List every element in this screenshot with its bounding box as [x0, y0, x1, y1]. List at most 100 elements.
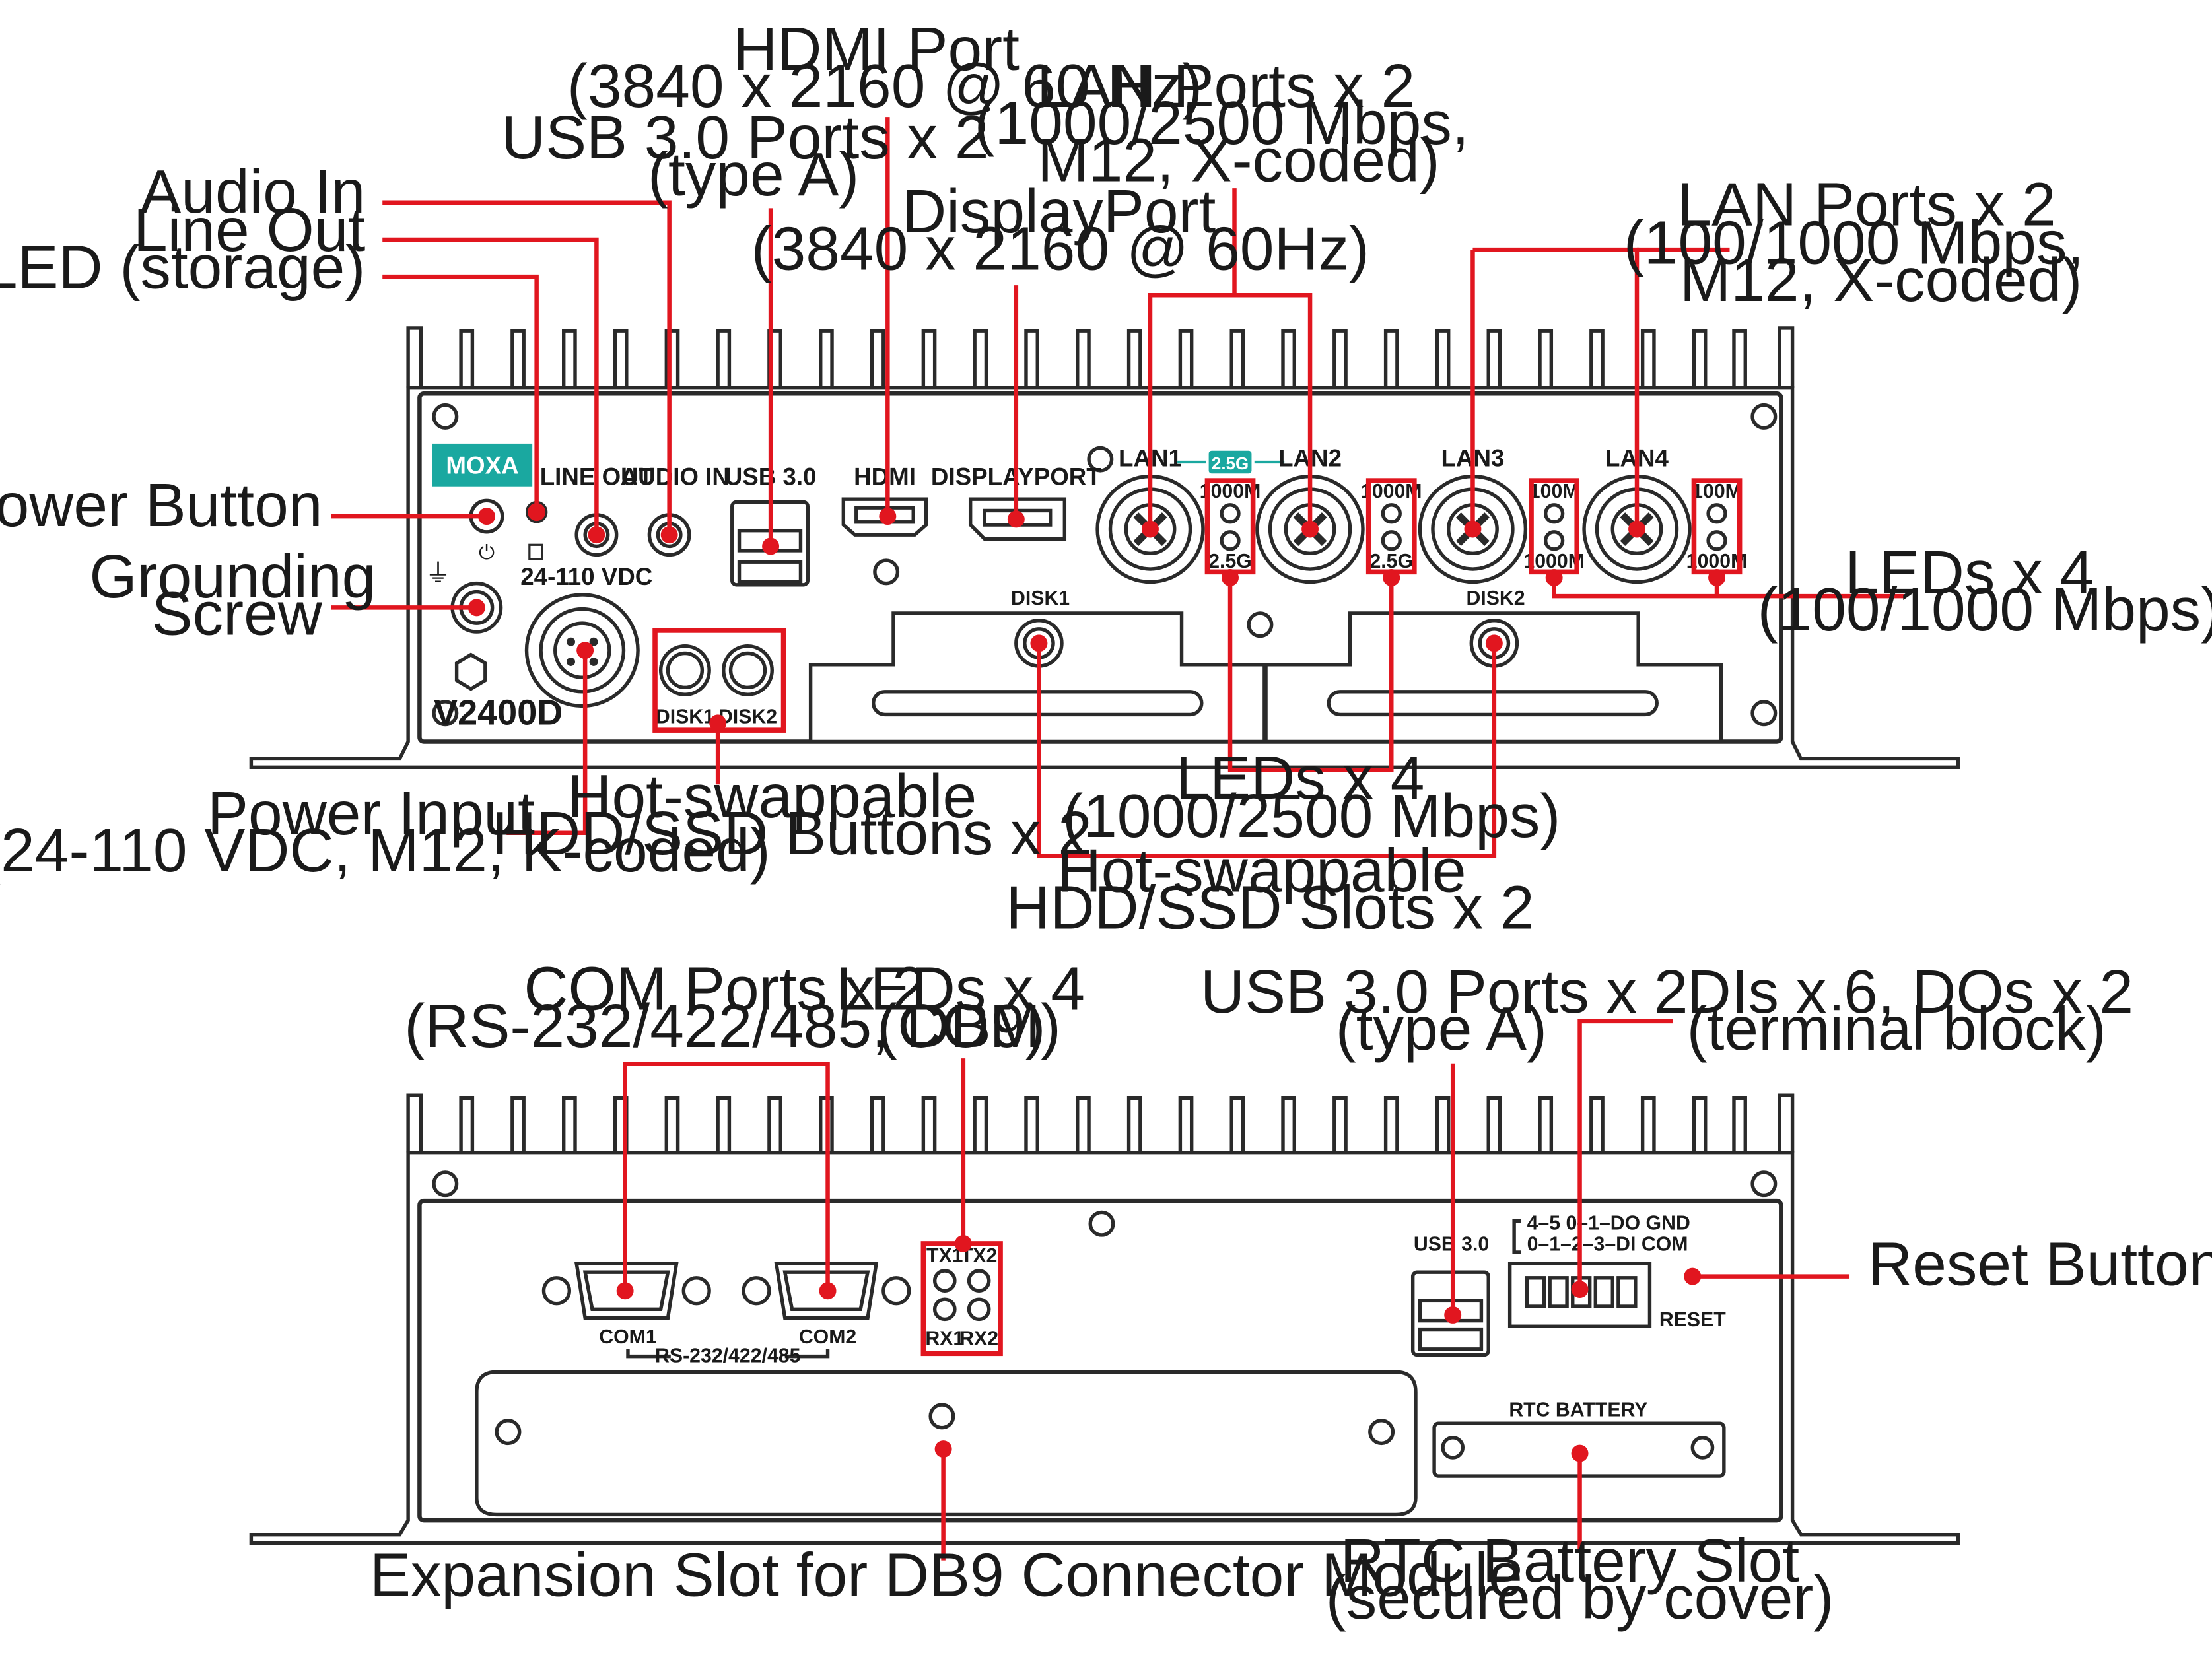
rear-view: COM1 COM2 RS-232/422/485 TX1 TX2 RX1 RX2…	[249, 1093, 1960, 1545]
panel-screw-icon	[1087, 446, 1114, 473]
panel-screw-icon	[1690, 1436, 1715, 1460]
storage-symbol-icon	[528, 543, 543, 560]
panel-screw-icon	[1247, 611, 1274, 638]
leds-com-callout: LEDs x 4 (COM)	[836, 955, 1102, 1060]
lan-led-group-4	[1706, 503, 1727, 551]
panel-screw-icon	[928, 1403, 955, 1430]
usb-front-callout: USB 3.0 Ports x 2 (type A)	[501, 103, 1006, 209]
disk2-button-inner	[728, 651, 767, 690]
rear-marker-dots	[616, 1234, 1702, 1462]
ground-symbol-icon: ⏚	[425, 559, 451, 588]
led-100m-label: 100M	[1529, 481, 1579, 502]
reset-label: RESET	[1659, 1309, 1726, 1331]
com-led	[967, 1297, 991, 1322]
panel-screw-icon	[495, 1419, 522, 1446]
power-pin	[567, 637, 575, 646]
front-heatsink-fins	[406, 326, 1795, 388]
power-input-callout: Power Input (24-110 VDC, M12, K-coded)	[0, 779, 771, 885]
panel-screw-icon	[1750, 700, 1778, 727]
led-storage-callout: LED (storage)	[0, 232, 365, 301]
lan-2-5g-badge	[1208, 450, 1252, 474]
panel-screw-icon	[1088, 1210, 1115, 1237]
disk1-label: DISK1	[1011, 588, 1070, 609]
disk2-label: DISK2	[1466, 588, 1525, 609]
panel-screw-icon	[1441, 1436, 1465, 1460]
front-marker-dots	[467, 508, 1725, 732]
dio-di-row-label: 0–1–2–3–DI COM	[1527, 1234, 1688, 1256]
rear-chassis-shell	[249, 1150, 1960, 1545]
disk2-button-label: DISK2	[718, 706, 777, 727]
power-pin	[589, 657, 598, 666]
audio-in-callout: Audio In	[140, 157, 365, 226]
usb-rear-callout: USB 3.0 Ports x 2 (type A)	[1200, 957, 1705, 1063]
panel-screw-icon	[1368, 1419, 1395, 1446]
power-pin	[567, 657, 575, 666]
leds-1000-callout: LEDs x 4 (100/1000 Mbps)	[1758, 538, 2212, 644]
front-chassis-shell	[249, 386, 1960, 770]
com-ports-callout: COM Ports x 2 (RS-232/422/485, DB9)	[404, 955, 1045, 1060]
dio-terminal-pin	[1525, 1276, 1546, 1308]
lan-2-5g-badge-text: 2.5G	[1212, 455, 1249, 473]
hotswap-buttons-callout: Hot-swappable HDD/SSD Buttons x 2	[492, 762, 1092, 867]
hdmi-label: HDMI	[854, 463, 916, 490]
panel-screw-icon	[1750, 1170, 1778, 1198]
usb-front-port[interactable]	[737, 560, 803, 584]
dio-terminal-pin	[1548, 1276, 1569, 1308]
power-symbol-icon: ⏻	[479, 542, 495, 564]
reset-button[interactable]	[1684, 1267, 1702, 1285]
line-out-callout: Line Out	[133, 195, 365, 264]
panel-screw-icon	[432, 403, 459, 430]
front-callouts: HDMI Port (3840 x 2160 @ 60 Hz) USB 3.0 …	[0, 15, 2212, 942]
panel-screw-icon	[432, 700, 459, 727]
com-bracket	[626, 1349, 830, 1359]
displayport-callout: DisplayPort (3840 x 2160 @ 60Hz)	[751, 177, 1369, 283]
com2-label: COM2	[799, 1326, 856, 1348]
lan-led-group-3	[1543, 503, 1565, 551]
moxa-logo-text: MOXA	[446, 452, 518, 479]
rear-heatsink-fins	[406, 1093, 1795, 1153]
com-led	[932, 1269, 957, 1293]
power-input-socket	[553, 621, 611, 679]
com1-label: COM1	[599, 1326, 656, 1348]
disk1-button-inner	[666, 651, 705, 690]
rx2-label: RX2	[959, 1328, 998, 1349]
dio-terminal-pin	[1593, 1276, 1614, 1308]
model-label: V2400D	[434, 693, 563, 733]
grounding-screw-callout: Grounding Screw	[89, 542, 393, 648]
led-2-5g-label: 2.5G	[1208, 551, 1252, 572]
panel-screw-icon	[432, 1170, 459, 1198]
disk1-button-label: DISK1	[656, 706, 714, 727]
power-button-callout: Power Button	[0, 471, 322, 539]
audio-in-label: AUDIO IN	[621, 463, 730, 490]
hotswap-slots-callout: Hot-swappable HDD/SSD Slots x 2	[1006, 836, 1534, 941]
hdmi-callout: HDMI Port (3840 x 2160 @ 60 Hz)	[567, 15, 1202, 120]
dio-bracket	[1512, 1219, 1521, 1254]
leds-2500-callout: LEDs x 4 (1000/2500 Mbps)	[1062, 743, 1560, 850]
usb-rear-port[interactable]	[1418, 1327, 1484, 1351]
rx1-label: RX1	[925, 1328, 964, 1349]
expansion-slot-callout: Expansion Slot for DB9 Connector Module	[370, 1541, 1523, 1609]
com2-port[interactable]	[742, 1262, 911, 1320]
power-pin	[589, 637, 598, 646]
com-standard-label: RS-232/422/485	[655, 1345, 800, 1366]
front-view: MOXA ⏻ ⏚ V2400D LINE OUT AUDIO IN USB 3.…	[249, 326, 1960, 770]
rear-callouts: COM Ports x 2 (RS-232/422/485, DB9) LEDs…	[370, 955, 2212, 1633]
reset-button-callout: Reset Button	[1868, 1230, 2212, 1299]
rtc-battery-callout: RTC Battery Slot (secured by cover)	[1326, 1526, 1834, 1632]
com-led	[967, 1269, 991, 1293]
dio-do-row-label: 4–5 0–1–DO GND	[1527, 1212, 1690, 1234]
lan-2500-callout: LAN Ports x 2 (1000/2500 Mbps, M12, X-co…	[975, 51, 1486, 194]
lan-led-group-2	[1381, 503, 1402, 551]
com1-port[interactable]	[541, 1262, 711, 1320]
rtc-battery-label: RTC BATTERY	[1509, 1399, 1647, 1421]
power-input-ring	[539, 607, 626, 694]
lan-1000-callout: LAN Ports x 2 (100/1000 Mbps, M12, X-cod…	[1624, 170, 2101, 314]
com-led	[932, 1297, 957, 1322]
panel-screw-icon	[1750, 403, 1778, 430]
led-100m-label: 100M	[1692, 481, 1742, 502]
dio-callout: DIs x 6, DOs x 2 (terminal block)	[1687, 957, 2151, 1063]
power-input-label: 24-110 VDC	[520, 563, 652, 590]
dio-terminal-pin	[1616, 1276, 1638, 1308]
hdmi-screw	[873, 558, 900, 586]
rear-leader-lines	[623, 1019, 1850, 1561]
